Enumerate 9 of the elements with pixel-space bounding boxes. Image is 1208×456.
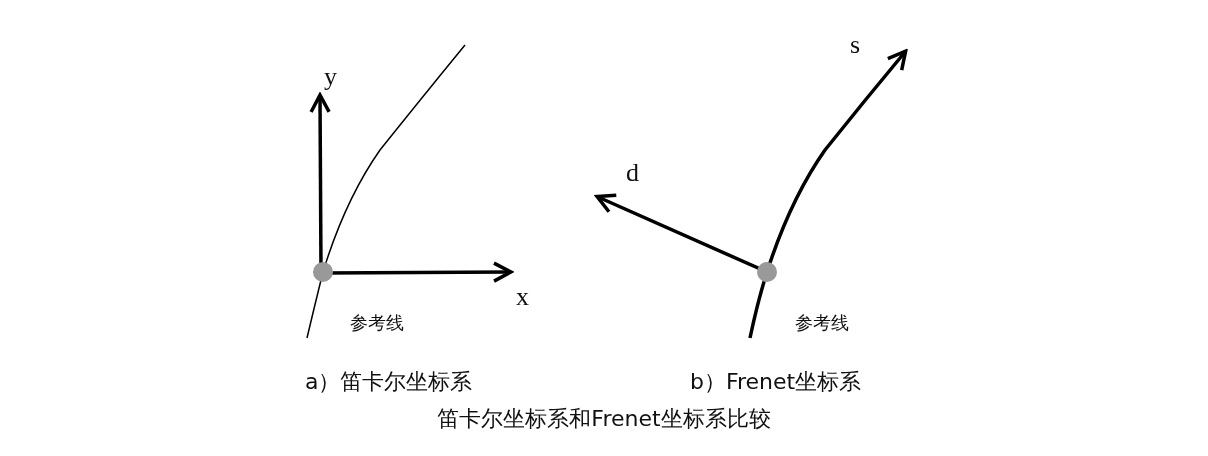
axis-label: s bbox=[850, 32, 861, 58]
axis-label: y bbox=[324, 64, 337, 90]
subfigure-caption: a）笛卡尔坐标系 bbox=[305, 371, 473, 393]
reference-line-label: 参考线 bbox=[350, 314, 404, 332]
figure-caption: 笛卡尔坐标系和Frenet坐标系比较 bbox=[436, 408, 772, 430]
subfigure-caption: b）Frenet坐标系 bbox=[690, 371, 862, 393]
axis-label: x bbox=[516, 284, 529, 310]
axis-label: d bbox=[626, 160, 639, 186]
reference-line-label: 参考线 bbox=[795, 314, 849, 332]
